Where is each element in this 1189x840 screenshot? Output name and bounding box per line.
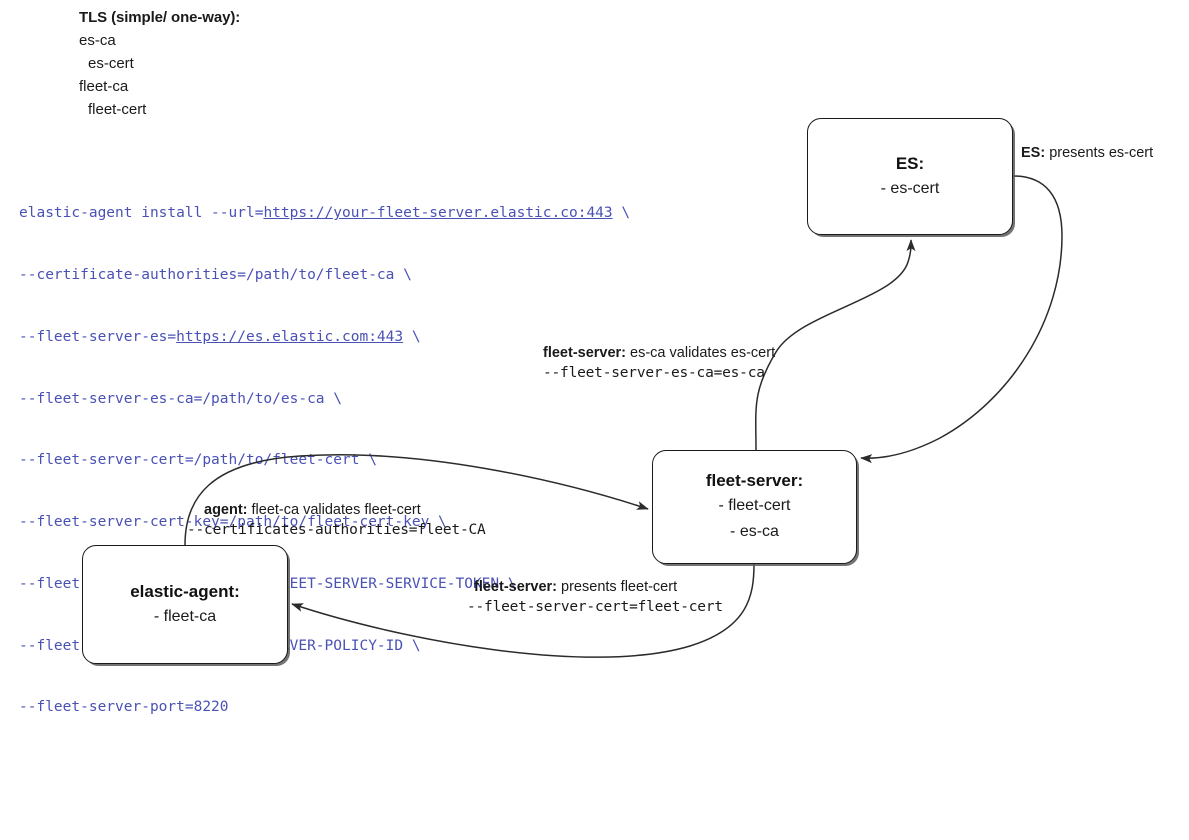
command-line-2: --certificate-authorities=/path/to/fleet… <box>19 266 412 283</box>
edge-label-fs-presents-code: --fleet-server-cert=fleet-cert <box>467 599 723 615</box>
node-fleet-server-title: fleet-server: <box>705 471 804 490</box>
node-elasticsearch[interactable]: ES: - es-cert <box>807 118 1013 235</box>
edge-label-fs-presents-prose: presents fleet-cert <box>557 579 678 595</box>
node-fleet-server-line-2: - es-ca <box>730 523 779 540</box>
tls-legend-item-fleet-cert: fleet-cert <box>88 101 147 118</box>
edge-label-agent-validates-prose: fleet-ca validates fleet-cert <box>247 502 421 518</box>
tls-legend-item-fleet-ca: fleet-ca <box>79 78 129 95</box>
command-line-3-pre: --fleet-server-es= <box>19 328 177 345</box>
edge-label-agent-validates-code: --certificates-authorities=fleet-CA <box>187 522 486 538</box>
edge-label-agent-validates: agent: fleet-ca validates fleet-cert --c… <box>187 501 486 540</box>
edge-label-agent-validates-actor: agent: <box>204 502 248 518</box>
edge-label-es-presents-text: ES: presents es-cert <box>1021 144 1153 163</box>
elasticsearch-url-link[interactable]: https://es.elastic.com:443 <box>176 328 404 345</box>
command-line-3: --fleet-server-es=https://es.elastic.com… <box>19 327 630 348</box>
command-line-1-pre: elastic-agent install --url= <box>19 205 264 222</box>
tls-legend-item-es-cert: es-cert <box>88 55 134 72</box>
command-line-4: --fleet-server-es-ca=/path/to/es-ca \ <box>19 390 343 407</box>
edge-fleet-server-to-es <box>755 239 916 451</box>
edge-label-fleet-server-presents: fleet-server: presents fleet-cert --flee… <box>467 578 723 617</box>
edge-label-es-presents-actor: ES: <box>1021 145 1046 161</box>
command-line-1: elastic-agent install --url=https://your… <box>19 203 630 224</box>
tls-legend: TLS (simple/ one-way): es-ca es-cert fle… <box>79 6 240 121</box>
tls-legend-title: TLS (simple/ one-way): <box>79 9 241 26</box>
node-elasticsearch-title: ES: <box>895 153 925 173</box>
node-elastic-agent-line-1: - fleet-ca <box>153 607 217 625</box>
edge-label-fs-validates-actor: fleet-server: <box>543 345 627 361</box>
node-elasticsearch-line-1: - es-cert <box>880 179 940 197</box>
edge-label-fs-validates-code: --fleet-server-es-ca=es-ca <box>543 365 765 381</box>
edge-label-agent-validates-text: agent: fleet-ca validates fleet-cert <box>204 501 486 520</box>
tls-legend-item-es-ca: es-ca <box>79 32 116 49</box>
command-line-1-post: \ <box>612 205 631 222</box>
edge-label-es-presents: ES: presents es-cert <box>1021 144 1153 163</box>
edge-label-fs-validates-text: fleet-server: es-ca validates es-cert <box>543 344 775 363</box>
edge-label-fs-presents-actor: fleet-server: <box>474 579 558 595</box>
node-fleet-server-line-1: - fleet-cert <box>718 497 791 514</box>
edge-label-es-presents-prose: presents es-cert <box>1045 145 1154 161</box>
node-elastic-agent[interactable]: elastic-agent: - fleet-ca <box>82 545 288 664</box>
edge-label-fleet-server-validates: fleet-server: es-ca validates es-cert --… <box>543 344 775 383</box>
command-line-9: --fleet-server-port=8220 <box>19 699 229 716</box>
fleet-server-url-link[interactable]: https://your-fleet-server.elastic.co:443 <box>263 205 613 222</box>
command-line-3-post: \ <box>403 328 421 345</box>
node-fleet-server[interactable]: fleet-server: - fleet-cert - es-ca <box>652 450 857 564</box>
command-line-5: --fleet-server-cert=/path/to/fleet-cert … <box>19 452 377 469</box>
edge-label-fs-presents-text: fleet-server: presents fleet-cert <box>474 578 723 597</box>
node-elastic-agent-title: elastic-agent: <box>130 581 240 601</box>
edge-label-fs-validates-prose: es-ca validates es-cert <box>626 345 776 361</box>
